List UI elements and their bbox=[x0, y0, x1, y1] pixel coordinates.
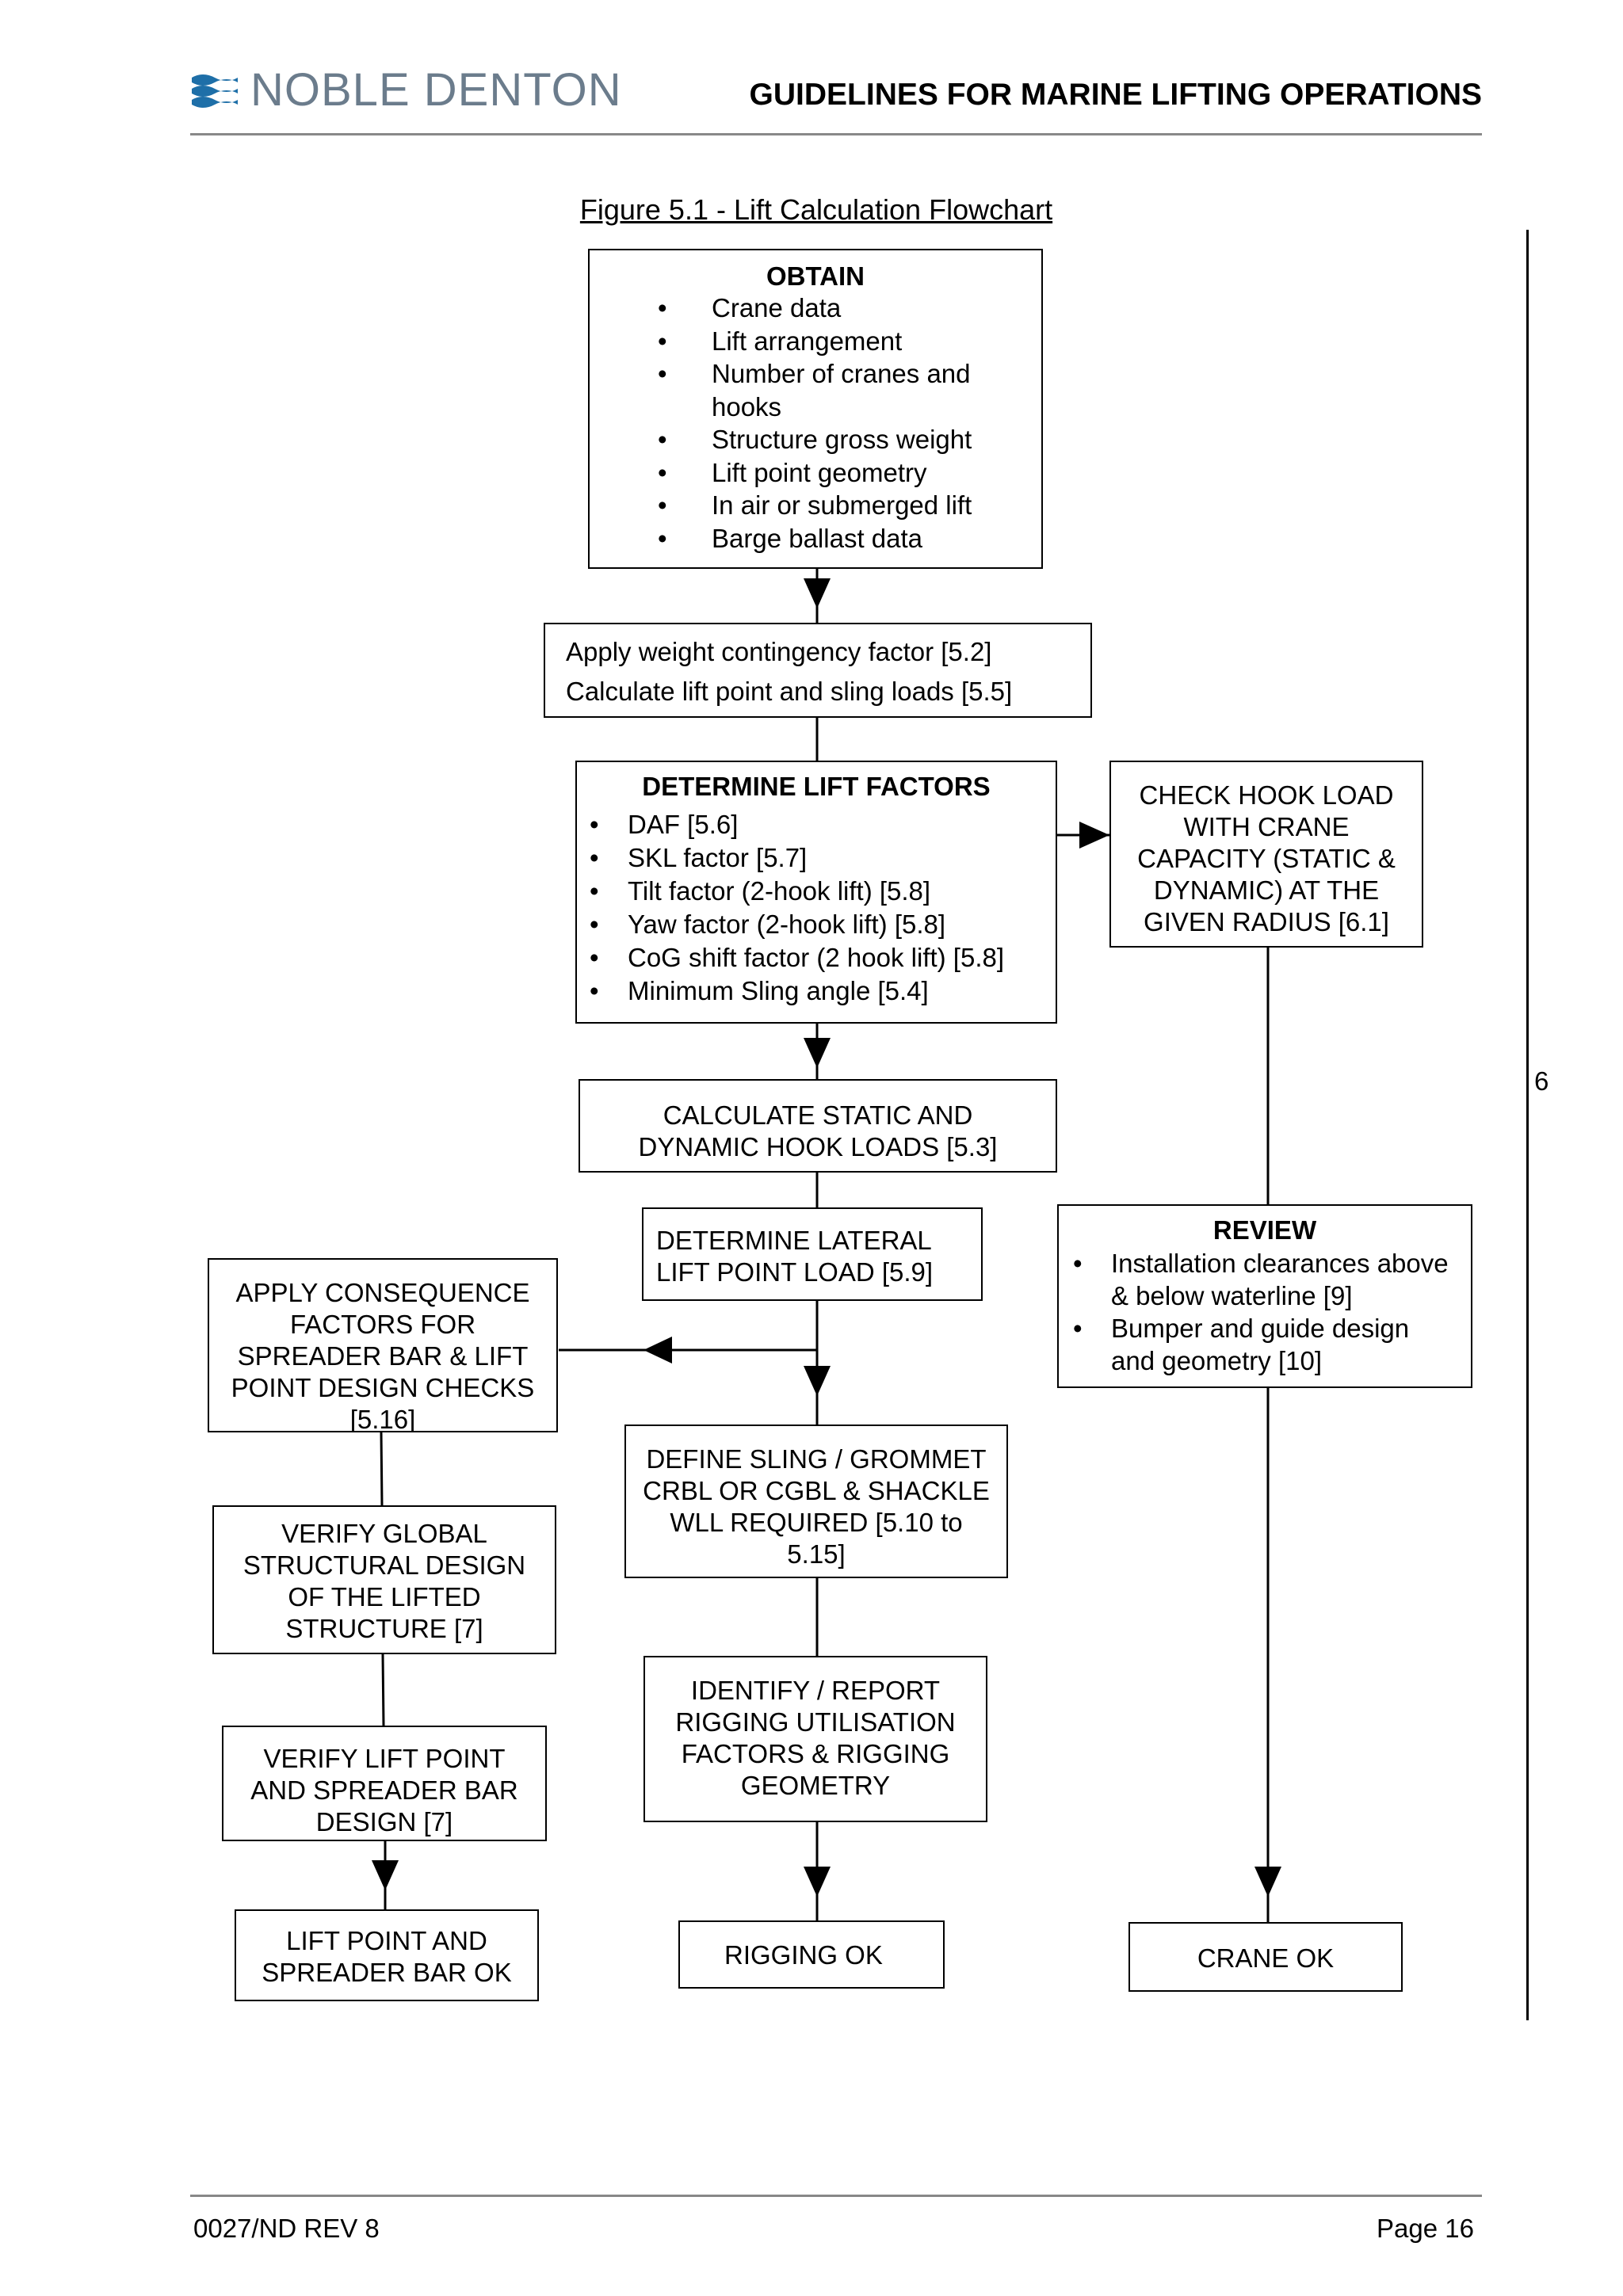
lift-factor-item: DAF [5.6] bbox=[586, 808, 1046, 841]
margin-change-bar bbox=[1526, 230, 1529, 2020]
company-logo: NOBLE DENTON bbox=[190, 64, 666, 116]
verify-lift-text: VERIFY LIFT POINT AND SPREADER BAR DESIG… bbox=[250, 1744, 518, 1836]
node-apply-weight: Apply weight contingency factor [5.2] Ca… bbox=[544, 623, 1092, 718]
footer-doc-ref: 0027/ND REV 8 bbox=[193, 2214, 380, 2243]
obtain-item: Barge ballast data bbox=[658, 522, 1025, 555]
footer-page-number: Page 16 bbox=[1377, 2214, 1474, 2243]
consequence-text: APPLY CONSEQUENCE FACTORS FOR SPREADER B… bbox=[231, 1278, 535, 1432]
wave-logo-icon bbox=[192, 74, 238, 108]
node-lift-factors: DETERMINE LIFT FACTORS DAF [5.6] SKL fac… bbox=[575, 761, 1057, 1024]
lateral-text: DETERMINE LATERAL LIFT POINT LOAD [5.9] bbox=[656, 1226, 934, 1287]
node-calc-static: CALCULATE STATIC AND DYNAMIC HOOK LOADS … bbox=[579, 1079, 1057, 1173]
node-identify: IDENTIFY / REPORT RIGGING UTILISATION FA… bbox=[643, 1656, 987, 1822]
identify-text: IDENTIFY / REPORT RIGGING UTILISATION FA… bbox=[675, 1676, 956, 1800]
arrowhead-verify-lp bbox=[372, 1860, 399, 1890]
obtain-item: Crane data bbox=[658, 292, 1025, 325]
lp-ok-text: LIFT POINT AND SPREADER BAR OK bbox=[262, 1926, 512, 1987]
footer-rule bbox=[190, 2195, 1482, 2197]
lift-factor-item: SKL factor [5.7] bbox=[586, 841, 1046, 875]
define-sling-text: DEFINE SLING / GROMMET CRBL OR CGBL & SH… bbox=[643, 1444, 990, 1569]
logo-text: NOBLE DENTON bbox=[250, 64, 622, 116]
arrowhead-lateral-consequence bbox=[643, 1337, 672, 1363]
node-rigging-ok: RIGGING OK bbox=[678, 1920, 945, 1989]
node-define-sling: DEFINE SLING / GROMMET CRBL OR CGBL & SH… bbox=[624, 1425, 1008, 1578]
arrowhead-factors-calc bbox=[804, 1038, 831, 1068]
obtain-item: In air or submerged lift bbox=[658, 489, 1025, 522]
arrowhead-obtain-apply bbox=[804, 578, 831, 608]
verify-global-text: VERIFY GLOBAL STRUCTURAL DESIGN OF THE L… bbox=[242, 1519, 526, 1643]
node-verify-global: VERIFY GLOBAL STRUCTURAL DESIGN OF THE L… bbox=[212, 1505, 556, 1654]
node-consequence: APPLY CONSEQUENCE FACTORS FOR SPREADER B… bbox=[208, 1258, 558, 1432]
lift-factor-item: Tilt factor (2-hook lift) [5.8] bbox=[586, 875, 1046, 908]
node-review: REVIEW Installation clearances above & b… bbox=[1057, 1204, 1472, 1388]
node-verify-lift: VERIFY LIFT POINT AND SPREADER BAR DESIG… bbox=[222, 1726, 547, 1841]
crane-ok-text: CRANE OK bbox=[1197, 1943, 1335, 1973]
node-crane-ok: CRANE OK bbox=[1128, 1922, 1403, 1992]
node-obtain-title: OBTAIN bbox=[766, 261, 865, 291]
lift-factor-item: Minimum Sling angle [5.4] bbox=[586, 974, 1046, 1008]
review-item: Installation clearances above & below wa… bbox=[1070, 1247, 1460, 1312]
node-lp-ok: LIFT POINT AND SPREADER BAR OK bbox=[235, 1909, 539, 2001]
obtain-item: Lift point geometry bbox=[658, 456, 1025, 490]
apply-weight-line: Apply weight contingency factor [5.2] bbox=[566, 637, 992, 666]
arrowhead-review-crane bbox=[1254, 1867, 1281, 1897]
node-check-hook: CHECK HOOK LOAD WITH CRANE CAPACITY (STA… bbox=[1109, 761, 1423, 948]
node-lift-factors-title: DETERMINE LIFT FACTORS bbox=[642, 772, 991, 801]
apply-weight-line: Calculate lift point and sling loads [5.… bbox=[566, 677, 1013, 706]
obtain-item: Structure gross weight bbox=[658, 423, 1025, 456]
lift-factor-item: CoG shift factor (2 hook lift) [5.8] bbox=[586, 941, 1046, 974]
node-review-title: REVIEW bbox=[1212, 1215, 1317, 1245]
obtain-item: Number of cranes and hooks bbox=[658, 357, 1025, 423]
figure-caption: Figure 5.1 - Lift Calculation Flowchart bbox=[579, 193, 1053, 226]
lift-factor-item: Yaw factor (2-hook lift) [5.8] bbox=[586, 908, 1046, 941]
edge-global-verify bbox=[381, 1653, 385, 1726]
check-hook-text: CHECK HOOK LOAD WITH CRANE CAPACITY (STA… bbox=[1137, 780, 1396, 936]
margin-note: 6 bbox=[1534, 1066, 1549, 1096]
document-title: GUIDELINES FOR MARINE LIFTING OPERATIONS bbox=[749, 78, 1482, 112]
obtain-item: Lift arrangement bbox=[658, 325, 1025, 358]
review-item: Bumper and guide design and geometry [10… bbox=[1070, 1312, 1460, 1377]
calc-static-text: CALCULATE STATIC AND DYNAMIC HOOK LOADS … bbox=[638, 1100, 998, 1161]
node-obtain: OBTAIN Crane data Lift arrangement Numbe… bbox=[588, 249, 1043, 569]
arrowhead-lateral-sling bbox=[804, 1366, 831, 1396]
rigging-ok-text: RIGGING OK bbox=[724, 1940, 883, 1970]
arrowhead-identify-rigging bbox=[804, 1867, 831, 1897]
edge-consequence-global bbox=[380, 1432, 384, 1506]
header-rule bbox=[190, 133, 1482, 135]
node-lateral: DETERMINE LATERAL LIFT POINT LOAD [5.9] bbox=[642, 1207, 983, 1301]
arrowhead-factors-check bbox=[1079, 822, 1109, 849]
